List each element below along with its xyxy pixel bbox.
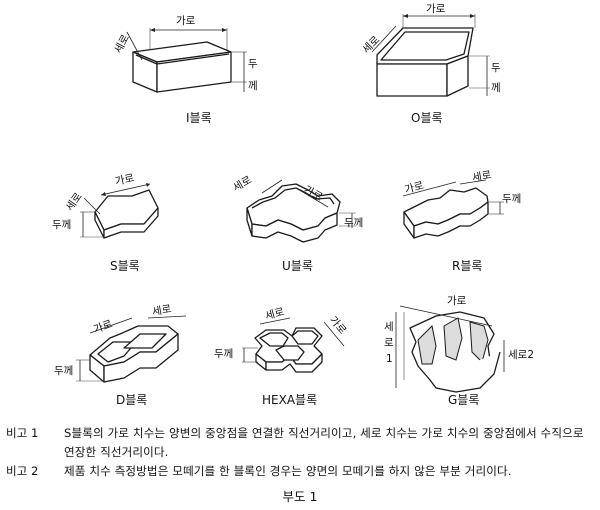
u-block-drawing: [246, 179, 356, 243]
r-garo-label: 가로: [403, 180, 425, 197]
u-sero-label: 세로: [231, 174, 254, 194]
note-1-text: S블록의 가로 치수는 양변의 중앙점을 연결한 직선거리이고, 세로 치수는 …: [64, 426, 584, 459]
s-dukke-label: 두께: [52, 219, 71, 231]
block-drawings: 가로 세로 두 께 I블록 가로 세로 두 께 O블록 가로 세로 두께 S블: [52, 3, 534, 407]
r-sero-label: 세로: [471, 169, 492, 184]
hexa-block-caption: HEXA블록: [262, 393, 317, 407]
g-se-label: 세: [384, 321, 394, 333]
o-block-drawing: [371, 14, 490, 97]
d-sero-label: 세로: [151, 303, 172, 318]
note-2-text: 제품 치수 측정방법은 모떼기를 한 블록인 경우는 양면의 모떼기를 하지 않…: [64, 464, 512, 478]
d-dukke-label: 두께: [54, 365, 73, 377]
i-kke-label: 께: [248, 80, 258, 92]
r-block-caption: R블록: [452, 259, 482, 273]
r-dukke-label: 두께: [502, 193, 521, 205]
s-sero-label: 세로: [64, 190, 85, 213]
note-1: 비고 1 S블록의 가로 치수는 양변의 중앙점을 연결한 직선거리이고, 세로…: [6, 424, 596, 462]
hexa-sero-label: 세로: [264, 306, 286, 323]
d-block-caption: D블록: [116, 393, 147, 407]
o-garo-label: 가로: [426, 3, 446, 15]
u-block-caption: U블록: [282, 259, 313, 273]
i-du-label: 두: [248, 58, 258, 70]
i-block-caption: I블록: [186, 111, 212, 125]
hexa-block-drawing: [242, 317, 345, 373]
s-block-caption: S블록: [110, 259, 140, 273]
d-garo-label: 가로: [92, 318, 115, 336]
g-block-drawing: [395, 305, 505, 393]
i-garo-label: 가로: [176, 15, 196, 27]
note-2-key: 비고 2: [6, 464, 39, 478]
hexa-dukke-label: 두께: [214, 348, 233, 360]
note-1-key: 비고 1: [6, 426, 39, 440]
o-du-label: 두: [491, 62, 501, 74]
o-kke-label: 께: [491, 82, 501, 94]
g-one-label: 1: [386, 353, 393, 365]
figure-title: 부도 1: [282, 489, 318, 504]
note-2: 비고 2 제품 치수 측정방법은 모떼기를 한 블록인 경우는 양면의 모떼기를…: [6, 462, 596, 481]
notes-section: 비고 1 S블록의 가로 치수는 양변의 중앙점을 연결한 직선거리이고, 세로…: [6, 424, 596, 481]
r-block-drawing: [402, 179, 504, 239]
i-block-drawing: [126, 28, 247, 93]
o-block-caption: O블록: [411, 111, 443, 125]
g-block-caption: G블록: [448, 393, 479, 407]
u-dukke-label: 두께: [344, 217, 363, 229]
hexa-garo-label: 가로: [327, 314, 349, 337]
s-block-drawing: [80, 183, 159, 239]
s-garo-label: 가로: [114, 172, 136, 188]
g-ro-label: 로: [384, 337, 394, 349]
g-sero2-label: 세로2: [508, 349, 534, 361]
d-block-drawing: [76, 315, 187, 383]
g-garo-label: 가로: [447, 295, 467, 307]
